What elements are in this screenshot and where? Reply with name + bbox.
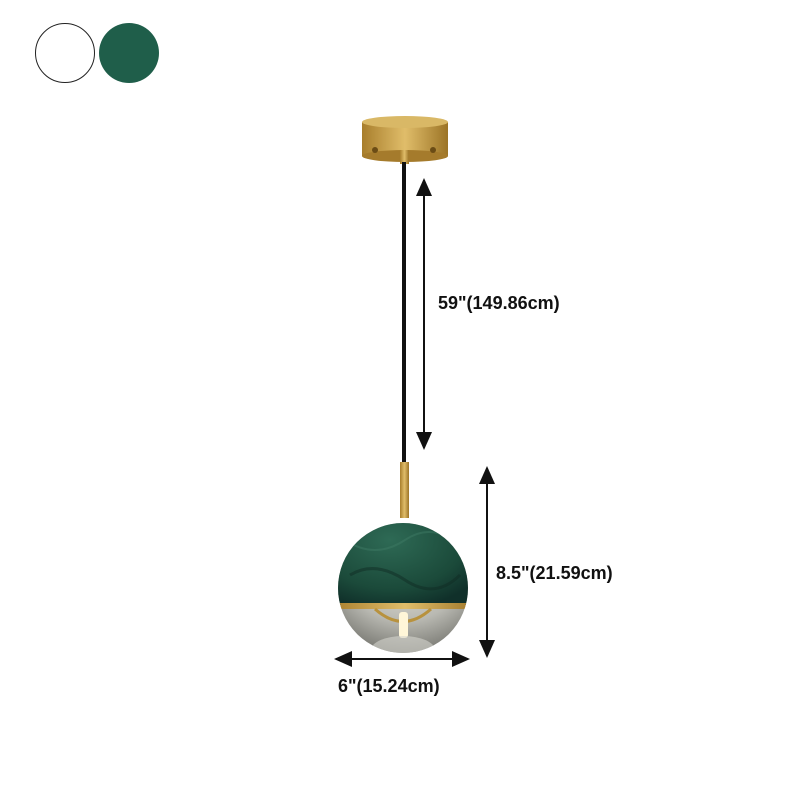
shade-width-label: 6"(15.24cm)	[338, 676, 440, 696]
color-swatch-green[interactable]	[99, 23, 159, 83]
pendant-shade	[338, 523, 468, 653]
cord-length-label: 59"(149.86cm)	[438, 293, 560, 313]
brass-rod	[400, 462, 409, 518]
shade-height-label: 8.5"(21.59cm)	[496, 563, 613, 583]
ceiling-canopy	[362, 116, 448, 164]
color-swatch-white[interactable]	[35, 23, 95, 83]
